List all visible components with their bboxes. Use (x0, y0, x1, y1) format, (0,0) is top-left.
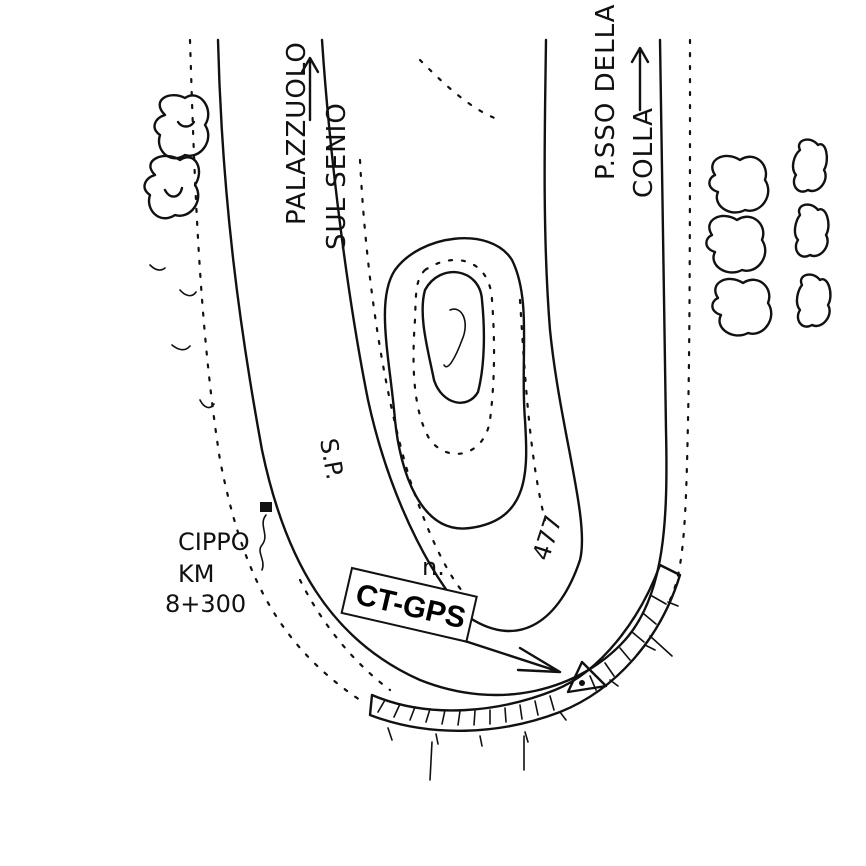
hill-contour-middle (412, 258, 496, 455)
road-inner-dots-right (518, 298, 547, 522)
road-label-n: n. (422, 553, 445, 581)
tree-icon (153, 93, 210, 160)
road-inner-edge (320, 38, 584, 633)
tree-icon (795, 273, 832, 328)
tree-icon (708, 154, 770, 214)
tree-icon (705, 214, 767, 274)
road-label-sul-senio: SUL SENIO (322, 102, 352, 250)
tree-icon (711, 277, 773, 337)
milestone-label-km: KM (178, 560, 214, 588)
road-shoulder-left-dots (188, 38, 362, 702)
wall-tick-marks (387, 601, 679, 747)
milestone-marker (260, 502, 272, 512)
road-bottom-dots (298, 578, 392, 692)
road-label-passo-della: P.SSO DELLA (591, 4, 621, 180)
road-label-sp: S.P. (314, 436, 349, 481)
gps-station-triangle-icon (566, 660, 608, 694)
milestone-label-cippo: CIPPO (178, 528, 250, 556)
direction-arrow-icon (630, 46, 650, 112)
road-label-477: 477 (527, 512, 568, 564)
road-shoulder-right-dots (668, 38, 692, 602)
tree-icon (791, 138, 829, 193)
road-label-colla: COLLA (629, 107, 659, 198)
hill-contour-outer (383, 237, 528, 530)
retaining-wall (368, 563, 682, 733)
drainage-arrow-icon (429, 635, 673, 781)
hill-contour-inner (421, 270, 486, 404)
road-label-palazzuolo: PALAZZUOLO (282, 41, 312, 225)
road-inner-dots-left (358, 158, 472, 602)
station-label-box: CT-GPS (340, 566, 478, 643)
milestone-label-distance: 8+300 (165, 590, 246, 618)
direction-arrow-icon (300, 56, 320, 122)
hill-summit (443, 308, 466, 368)
road-outer-edge (216, 38, 668, 697)
bush-marks-left (149, 264, 215, 409)
road-top-dots (418, 58, 502, 122)
retaining-wall-hatching (377, 595, 667, 726)
tree-icon (793, 203, 830, 258)
milestone-brace (259, 514, 267, 571)
gps-station-point (579, 680, 585, 686)
tree-icon (143, 154, 201, 220)
